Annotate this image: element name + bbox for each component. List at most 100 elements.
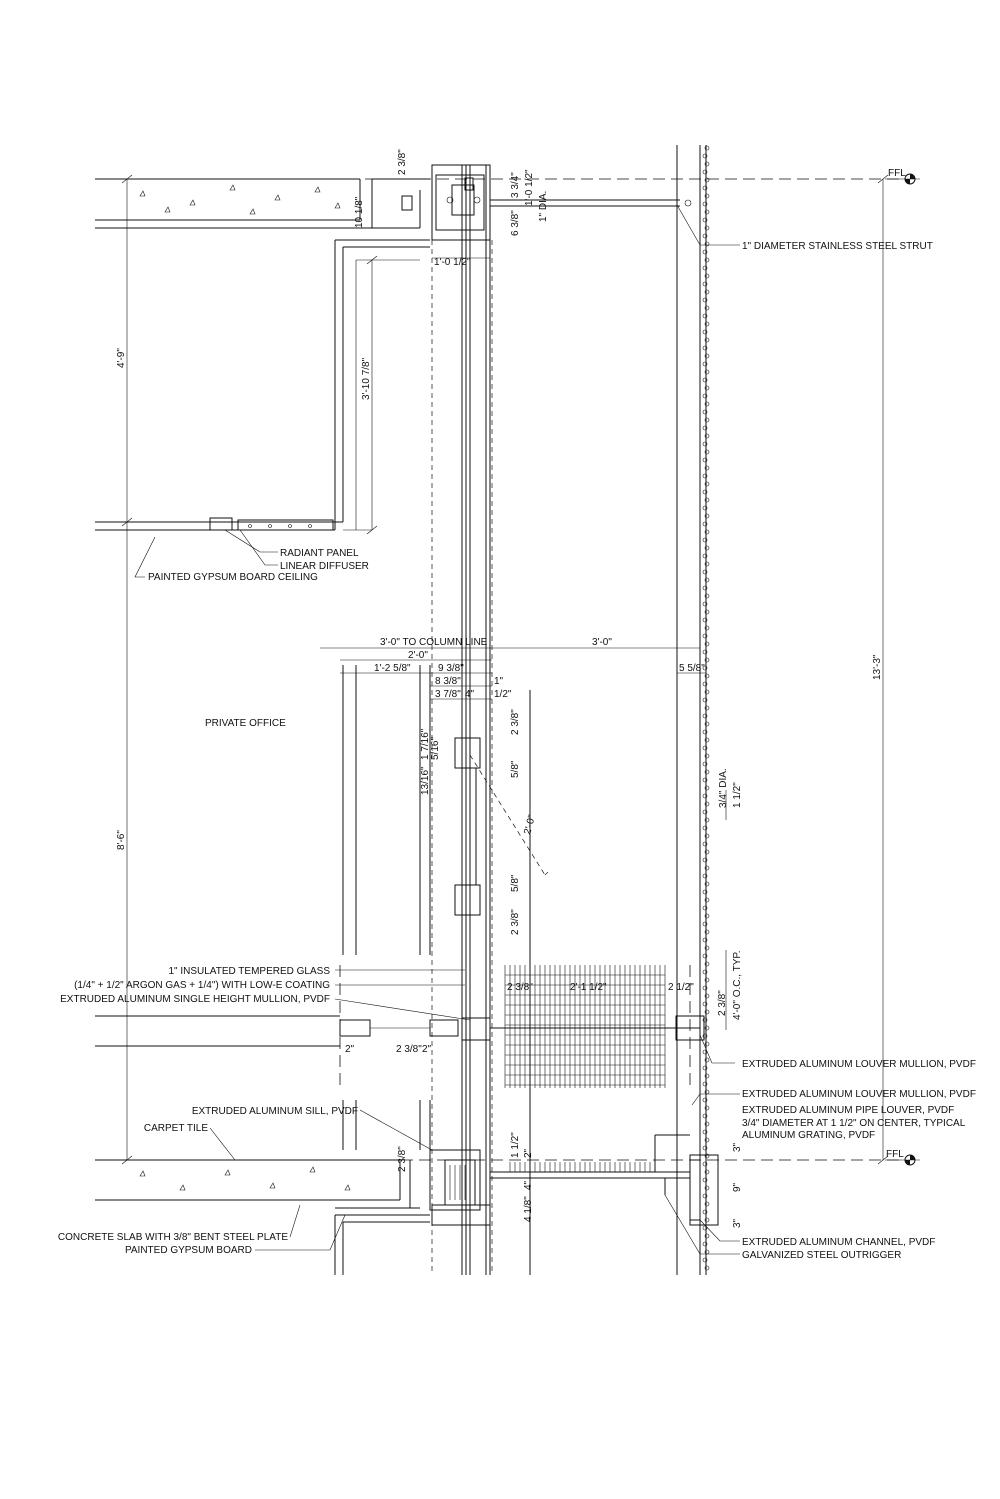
label-sill: EXTRUDED ALUMINUM SILL, PVDF: [192, 1106, 358, 1117]
pipe-louver-dot: [704, 929, 710, 935]
pipe-louver-dot: [702, 601, 708, 607]
pipe-louver-dot: [704, 577, 710, 583]
pipe-louver-dot: [704, 865, 710, 871]
pipe-louver-dot: [702, 521, 708, 527]
operable-sash: [454, 737, 549, 916]
pipe-louver-dot: [702, 761, 708, 767]
dim-2-a: 2": [345, 1044, 355, 1055]
dim-5-16: 5/16": [430, 737, 441, 760]
dim-2-c: 2": [523, 1148, 534, 1158]
pipe-louver-dot: [704, 1041, 710, 1047]
pipe-louver-dot: [702, 249, 708, 255]
pipe-louver-dot: [702, 1113, 708, 1119]
dim-2-0-v: 2'-0": [522, 813, 538, 836]
pipe-louver-dot: [704, 993, 710, 999]
label-louver-mullion-1: EXTRUDED ALUMINUM LOUVER MULLION, PVDF: [742, 1059, 976, 1070]
dim-2-3-8-d: 2 3/8": [717, 990, 728, 1016]
pipe-louver-dot: [702, 489, 708, 495]
dim-3-7-8: 3 7/8": [435, 689, 461, 700]
dim-9-3-8: 9 3/8": [438, 663, 464, 674]
pipe-louver-dot: [704, 721, 710, 727]
pipe-louver-dot: [702, 793, 708, 799]
pipe-louver-dot: [702, 1017, 708, 1023]
dim-2-0-h: 2'-0": [408, 650, 428, 661]
pipe-louver-dot: [704, 193, 710, 199]
ffl-top-label: FFL: [888, 168, 906, 179]
pipe-louver-dot: [702, 265, 708, 271]
pipe-louver-dot: [704, 1201, 710, 1207]
dim-1-1-2-a: 1 1/2": [732, 782, 743, 808]
pipe-louver-dot: [704, 705, 710, 711]
pipe-louver-dot: [702, 1065, 708, 1071]
dim-5-5-8: 5 5/8": [679, 663, 705, 674]
pipe-louver-dot: [704, 897, 710, 903]
pipe-louver-dot: [704, 305, 710, 311]
pipe-louver-dot: [704, 833, 710, 839]
dim-2-3-8-f: 2 3/8": [397, 1146, 408, 1172]
label-outrigger: GALVANIZED STEEL OUTRIGGER: [742, 1250, 901, 1261]
label-gyp-board: PAINTED GYPSUM BOARD: [125, 1245, 252, 1256]
pipe-louver-dot: [704, 913, 710, 919]
pipe-louver-dot: [702, 713, 708, 719]
dimension-lines: [121, 174, 889, 1165]
pipe-louver-dot: [702, 425, 708, 431]
pipe-louver-dot: [704, 609, 710, 615]
pipe-louver-dot: [702, 1129, 708, 1135]
pipe-louver-dot: [702, 633, 708, 639]
pipe-louver-dot: [704, 657, 710, 663]
pipe-louver-dot: [702, 1001, 708, 1007]
label-channel: EXTRUDED ALUMINUM CHANNEL, PVDF: [742, 1237, 935, 1248]
pipe-louver-dot: [704, 289, 710, 295]
pipe-louver-dot: [702, 921, 708, 927]
pipe-louver-dot: [704, 177, 710, 183]
dim-2-3-8-b: 2 3/8": [510, 909, 521, 935]
bottom-concrete-slab: [95, 1134, 900, 1275]
ffl-top-marker: FFL: [885, 168, 920, 185]
dim-4-0-oc: 4'-0" O.C., TYP.: [732, 950, 743, 1020]
pipe-louver-dot: [704, 1137, 710, 1143]
ffl-bottom-label: FFL: [886, 1149, 904, 1160]
pipe-louver-dot: [702, 313, 708, 319]
dim-1-2-5-8: 1'-2 5/8": [374, 663, 411, 674]
dim-8-3-8: 8 3/8": [435, 676, 461, 687]
pipe-louver-dot: [704, 689, 710, 695]
ffl-bottom-marker: FFL: [885, 1149, 920, 1166]
pipe-louver-dot: [704, 321, 710, 327]
dim-3-0-col: 3'-0" TO COLUMN LINE: [380, 637, 488, 648]
pipe-louver-dot: [702, 1257, 708, 1263]
dim-1-0-1-2-h: 1'-0 1/2": [434, 257, 471, 268]
dim-1-7-16: 1 7/16": [420, 728, 431, 760]
pipe-louver-dot: [702, 345, 708, 351]
plan-detail: [95, 965, 705, 1090]
pipe-louver-dot: [704, 353, 710, 359]
pipe-louver-dot: [704, 529, 710, 535]
pipe-louver-dot: [704, 545, 710, 551]
pipe-louver-dot: [704, 641, 710, 647]
pipe-louver-dot: [702, 617, 708, 623]
pipe-louver-dot: [704, 625, 710, 631]
dim-3-b: 3": [732, 1218, 743, 1228]
label-slab: CONCRETE SLAB WITH 3/8" BENT STEEL PLATE: [58, 1232, 288, 1243]
pipe-louver-dot: [704, 337, 710, 343]
pipe-louver-dot: [704, 385, 710, 391]
dim-2-1-1-2: 2'-1 1/2": [570, 982, 607, 993]
pipe-louver-dot: [702, 1081, 708, 1087]
pipe-louver-dot: [704, 769, 710, 775]
label-gyp-ceiling: PAINTED GYPSUM BOARD CEILING: [148, 572, 318, 583]
dim-3-0: 3'-0": [592, 637, 612, 648]
pipe-louver-dot: [702, 729, 708, 735]
label-pipe-dia: 3/4" DIAMETER AT 1 1/2" ON CENTER, TYPIC…: [742, 1118, 966, 1129]
pipe-louver-dot: [702, 377, 708, 383]
pipe-louver-dot: [704, 1105, 710, 1111]
dim-4-9: 4'-9": [116, 348, 127, 368]
pipe-louver-dot: [704, 369, 710, 375]
label-carpet: CARPET TILE: [144, 1123, 208, 1134]
pipe-louver-dot: [702, 441, 708, 447]
pipe-louver-dot: [704, 481, 710, 487]
dim-4-1-8: 4 1/8": [523, 1196, 534, 1222]
dim-1: 1": [494, 676, 504, 687]
pipe-louver-dot: [702, 505, 708, 511]
pipe-louver-dot: [702, 329, 708, 335]
dim-2-3-8-top: 2 3/8": [397, 149, 408, 175]
dim-2-1-2: 2 1/2": [668, 982, 694, 993]
